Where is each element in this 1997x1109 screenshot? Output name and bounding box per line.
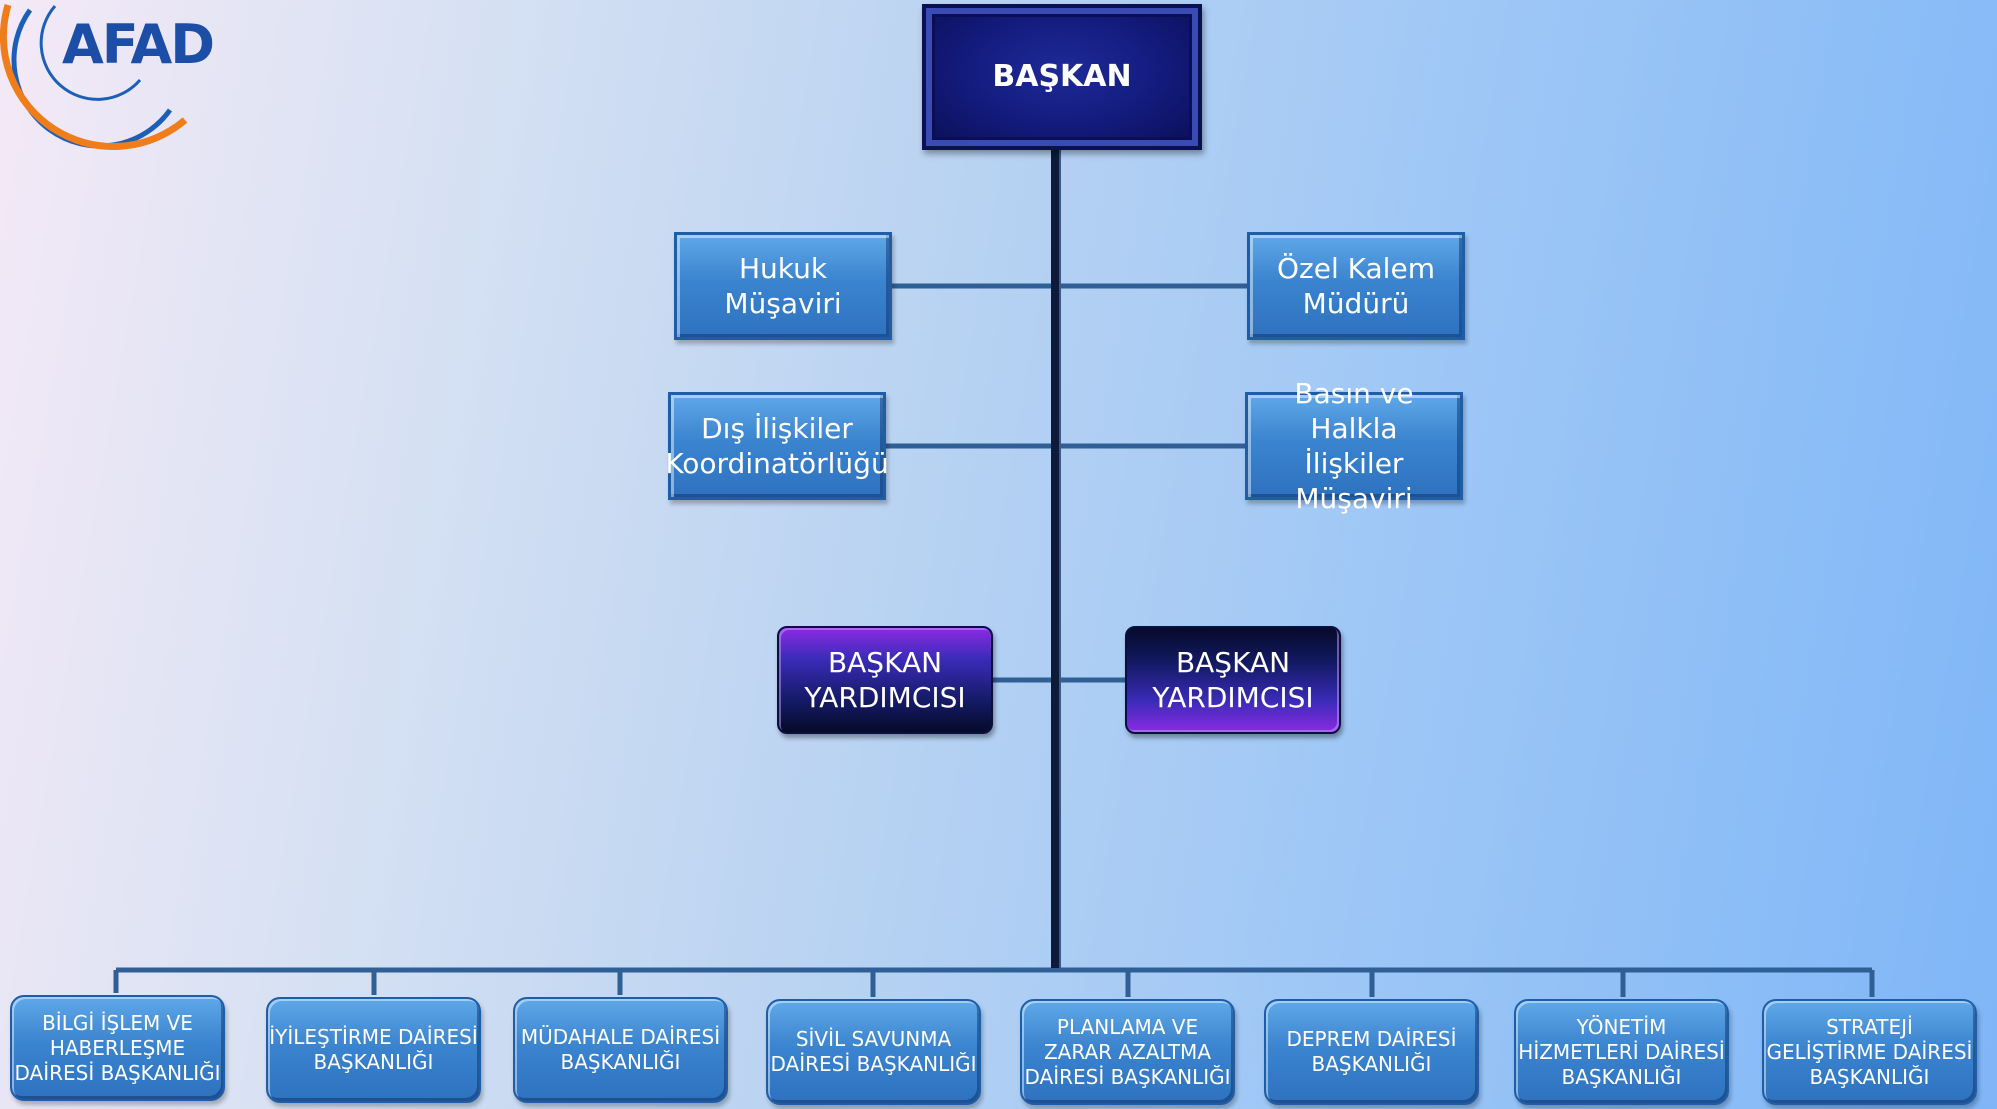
dept-strateji: STRATEJİ GELİŞTİRME DAİRESİ BAŞKANLIĞI [1762,999,1977,1105]
deputy-label: BAŞKAN YARDIMCISI [804,646,966,714]
advisor-hukuk-musaviri: Hukuk Müşaviri [674,232,892,340]
deputy-right: BAŞKAN YARDIMCISI [1125,626,1341,734]
dept-label: MÜDAHALE DAİRESİ BAŞKANLIĞI [520,1025,721,1074]
advisor-dis-iliskiler: Dış İlişkiler Koordinatörlüğü [665,392,889,500]
dept-label: YÖNETİM HİZMETLERİ DAİRESİ BAŞKANLIĞI [1518,1014,1725,1089]
deputy-left: BAŞKAN YARDIMCISI [777,626,993,734]
dept-planlama: PLANLAMA VE ZARAR AZALTMA DAİRESİ BAŞKAN… [1020,999,1235,1105]
advisor-label: Dış İlişkiler Koordinatörlüğü [665,412,889,480]
logo-text: AFAD [62,13,215,76]
dept-label: STRATEJİ GELİŞTİRME DAİRESİ BAŞKANLIĞI [1766,1014,1973,1089]
advisor-ozel-kalem: Özel Kalem Müdürü [1247,232,1465,340]
dept-mudahale: MÜDAHALE DAİRESİ BAŞKANLIĞI [513,997,728,1103]
dept-bilgi-islem: BİLGİ İŞLEM VE HABERLEŞME DAİRESİ BAŞKAN… [10,995,225,1101]
head-box: BAŞKAN [922,4,1202,150]
logo-arcs-icon [0,4,188,150]
advisor-label: Basın ve Halkla İlişkiler Müşaviri [1294,377,1414,515]
dept-yonetim-hizmetleri: YÖNETİM HİZMETLERİ DAİRESİ BAŞKANLIĞI [1514,999,1729,1105]
deputy-label: BAŞKAN YARDIMCISI [1152,646,1314,714]
advisor-basin-halkla: Basın ve Halkla İlişkiler Müşaviri [1245,377,1463,515]
dept-label: BİLGİ İŞLEM VE HABERLEŞME DAİRESİ BAŞKAN… [14,1010,221,1085]
dept-iyilestirme: İYİLEŞTİRME DAİRESİ BAŞKANLIĞI [266,997,481,1103]
advisor-label: Hukuk Müşaviri [724,252,842,320]
dept-deprem: DEPREM DAİRESİ BAŞKANLIĞI [1264,999,1479,1105]
dept-sivil-savunma: SİVİL SAVUNMA DAİRESİ BAŞKANLIĞI [766,999,981,1105]
dept-label: DEPREM DAİRESİ BAŞKANLIĞI [1286,1027,1457,1076]
head-label: BAŞKAN [992,59,1132,95]
dept-label: PLANLAMA VE ZARAR AZALTMA DAİRESİ BAŞKAN… [1024,1014,1231,1089]
dept-label: SİVİL SAVUNMA DAİRESİ BAŞKANLIĞI [770,1027,977,1076]
advisor-label: Özel Kalem Müdürü [1277,252,1435,320]
dept-label: İYİLEŞTİRME DAİRESİ BAŞKANLIĞI [269,1025,478,1074]
afad-logo: AFAD [0,0,240,160]
